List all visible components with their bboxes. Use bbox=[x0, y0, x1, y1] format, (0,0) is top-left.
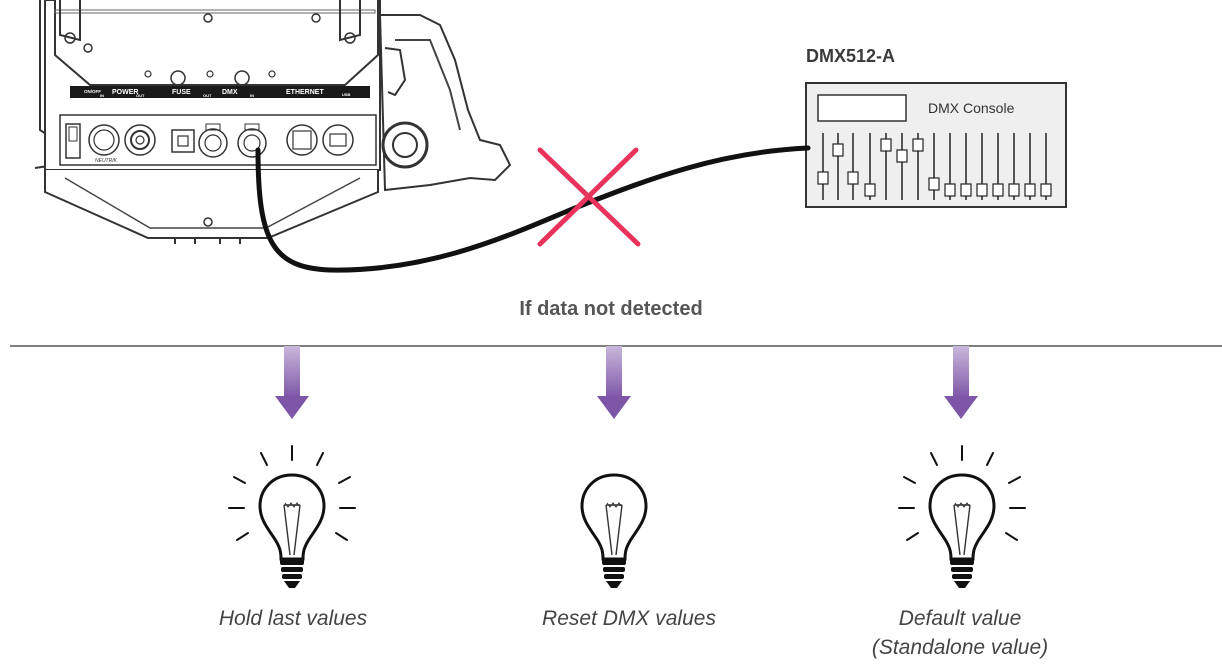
label-power: POWER bbox=[112, 89, 138, 96]
label-ethernet: ETHERNET bbox=[286, 89, 324, 96]
neutrik-logo: NEUTRIK bbox=[95, 158, 118, 164]
fader-knob bbox=[960, 183, 972, 197]
fader-knob bbox=[912, 138, 924, 152]
option-default-value: Default value (Standalone value) bbox=[810, 604, 1110, 662]
fader-knob bbox=[1040, 183, 1052, 197]
option-hold-last-values: Hold last values bbox=[143, 604, 443, 633]
fader-knob bbox=[847, 171, 859, 185]
fader-knob bbox=[928, 177, 940, 191]
dmx-cable bbox=[255, 145, 811, 273]
fixture-device: ON/OFF IN POWER OUT FUSE OUT DMX IN ETHE… bbox=[34, 0, 512, 244]
label-out-power: OUT bbox=[136, 93, 145, 98]
fader-knob bbox=[896, 149, 908, 163]
label-out-dmx: OUT bbox=[203, 93, 212, 98]
fader-knob bbox=[817, 171, 829, 185]
option-label: Hold last values bbox=[218, 607, 368, 630]
option-label-line2: (Standalone value) bbox=[871, 636, 1049, 659]
lightbulb-on-icon bbox=[228, 445, 356, 590]
label-in-dmx: IN bbox=[250, 93, 254, 98]
console-faders bbox=[817, 133, 1052, 200]
fader-knob bbox=[976, 183, 988, 197]
fader-knob bbox=[864, 183, 876, 197]
option-label-line1: Default value bbox=[898, 607, 1022, 630]
lightbulb-off-icon bbox=[580, 473, 648, 590]
fader-knob bbox=[1024, 183, 1036, 197]
fader-knob bbox=[1008, 183, 1020, 197]
option-reset-dmx-values: Reset DMX values bbox=[479, 604, 779, 633]
arrow-down-icon bbox=[275, 346, 309, 419]
label-in-power: IN bbox=[100, 93, 104, 98]
label-fuse: FUSE bbox=[172, 89, 191, 96]
label-dmx: DMX bbox=[222, 89, 238, 96]
fader-knob bbox=[992, 183, 1004, 197]
label-usb: USB bbox=[342, 92, 351, 97]
fader-knob bbox=[880, 138, 892, 152]
fader-knob bbox=[944, 183, 956, 197]
lightbulb-on-icon bbox=[898, 445, 1026, 590]
console-title: DMX512-A bbox=[806, 46, 896, 66]
label-on-off: ON/OFF bbox=[84, 89, 101, 94]
arrow-down-icon bbox=[597, 346, 631, 419]
arrow-down-icon bbox=[944, 346, 978, 419]
option-label: Reset DMX values bbox=[542, 607, 716, 630]
console-name: DMX Console bbox=[928, 100, 1015, 116]
fader-knob bbox=[832, 143, 844, 157]
condition-heading: If data not detected bbox=[519, 298, 703, 320]
no-signal-cross-icon bbox=[537, 147, 641, 247]
